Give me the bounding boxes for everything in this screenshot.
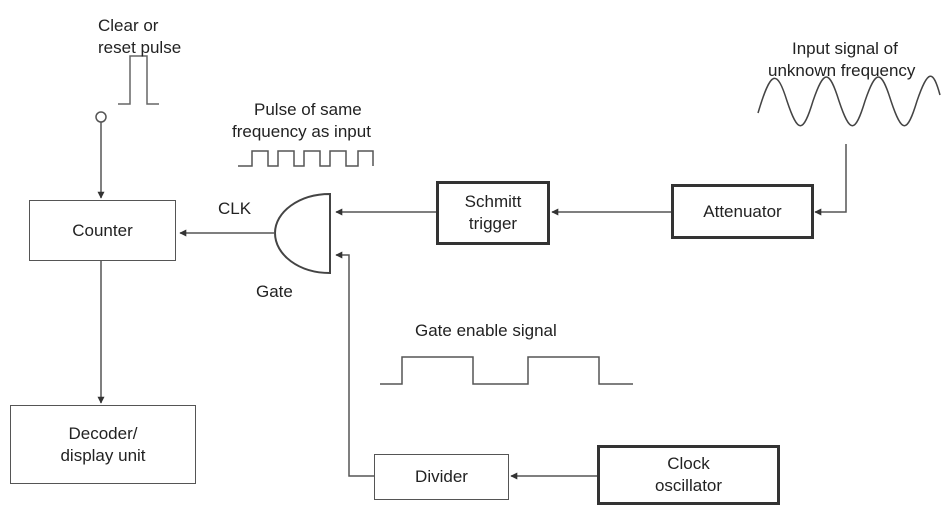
divider-label: Divider (415, 467, 468, 486)
schmitt-trigger-block: Schmitt trigger (436, 181, 550, 245)
input-signal-label-line2: unknown frequency (768, 61, 916, 80)
divider-to-gate-arrow (335, 251, 374, 477)
pulse-same-label-line1: Pulse of same (254, 100, 362, 119)
and-gate-symbol (273, 192, 331, 275)
clk-label: CLK (218, 199, 252, 218)
input-signal-label-line1: Input signal of (792, 39, 898, 58)
decoder-display-block: Decoder/ display unit (10, 405, 196, 484)
clear-reset-label-line2: reset pulse (98, 38, 182, 57)
pulse-train-waveform (238, 150, 374, 167)
attenuator-block: Attenuator (671, 184, 814, 239)
gate-label: Gate (256, 282, 293, 301)
pulse-same-label: Pulse of same frequency as input (232, 99, 371, 143)
divider-block: Divider (374, 454, 509, 500)
reset-pulse-waveform (118, 55, 159, 105)
decoder-label-line2: display unit (60, 445, 146, 465)
clear-reset-label: Clear or reset pulse (98, 15, 181, 59)
counter-block: Counter (29, 200, 176, 261)
schmitt-label-line1: Schmitt (464, 192, 522, 211)
clock-label-line1: Clock (667, 454, 710, 473)
counter-block-label: Counter (72, 220, 133, 240)
gate-enable-waveform (380, 356, 633, 385)
gate-enable-label: Gate enable signal (415, 321, 557, 340)
clock-oscillator-block: Clock oscillator (597, 445, 780, 505)
clear-reset-label-line1: Clear or (98, 16, 159, 35)
clock-label-line2: oscillator (654, 476, 723, 495)
pulse-same-label-line2: frequency as input (232, 122, 371, 141)
input-to-attenuator-arrow (814, 144, 847, 216)
schmitt-label-line2: trigger (468, 214, 518, 233)
attenuator-label: Attenuator (703, 201, 782, 221)
input-signal-label: Input signal of unknown frequency (768, 38, 915, 82)
input-sine-waveform (757, 75, 941, 127)
decoder-label-line1: Decoder/ (68, 423, 138, 443)
reset-terminal (95, 111, 107, 123)
